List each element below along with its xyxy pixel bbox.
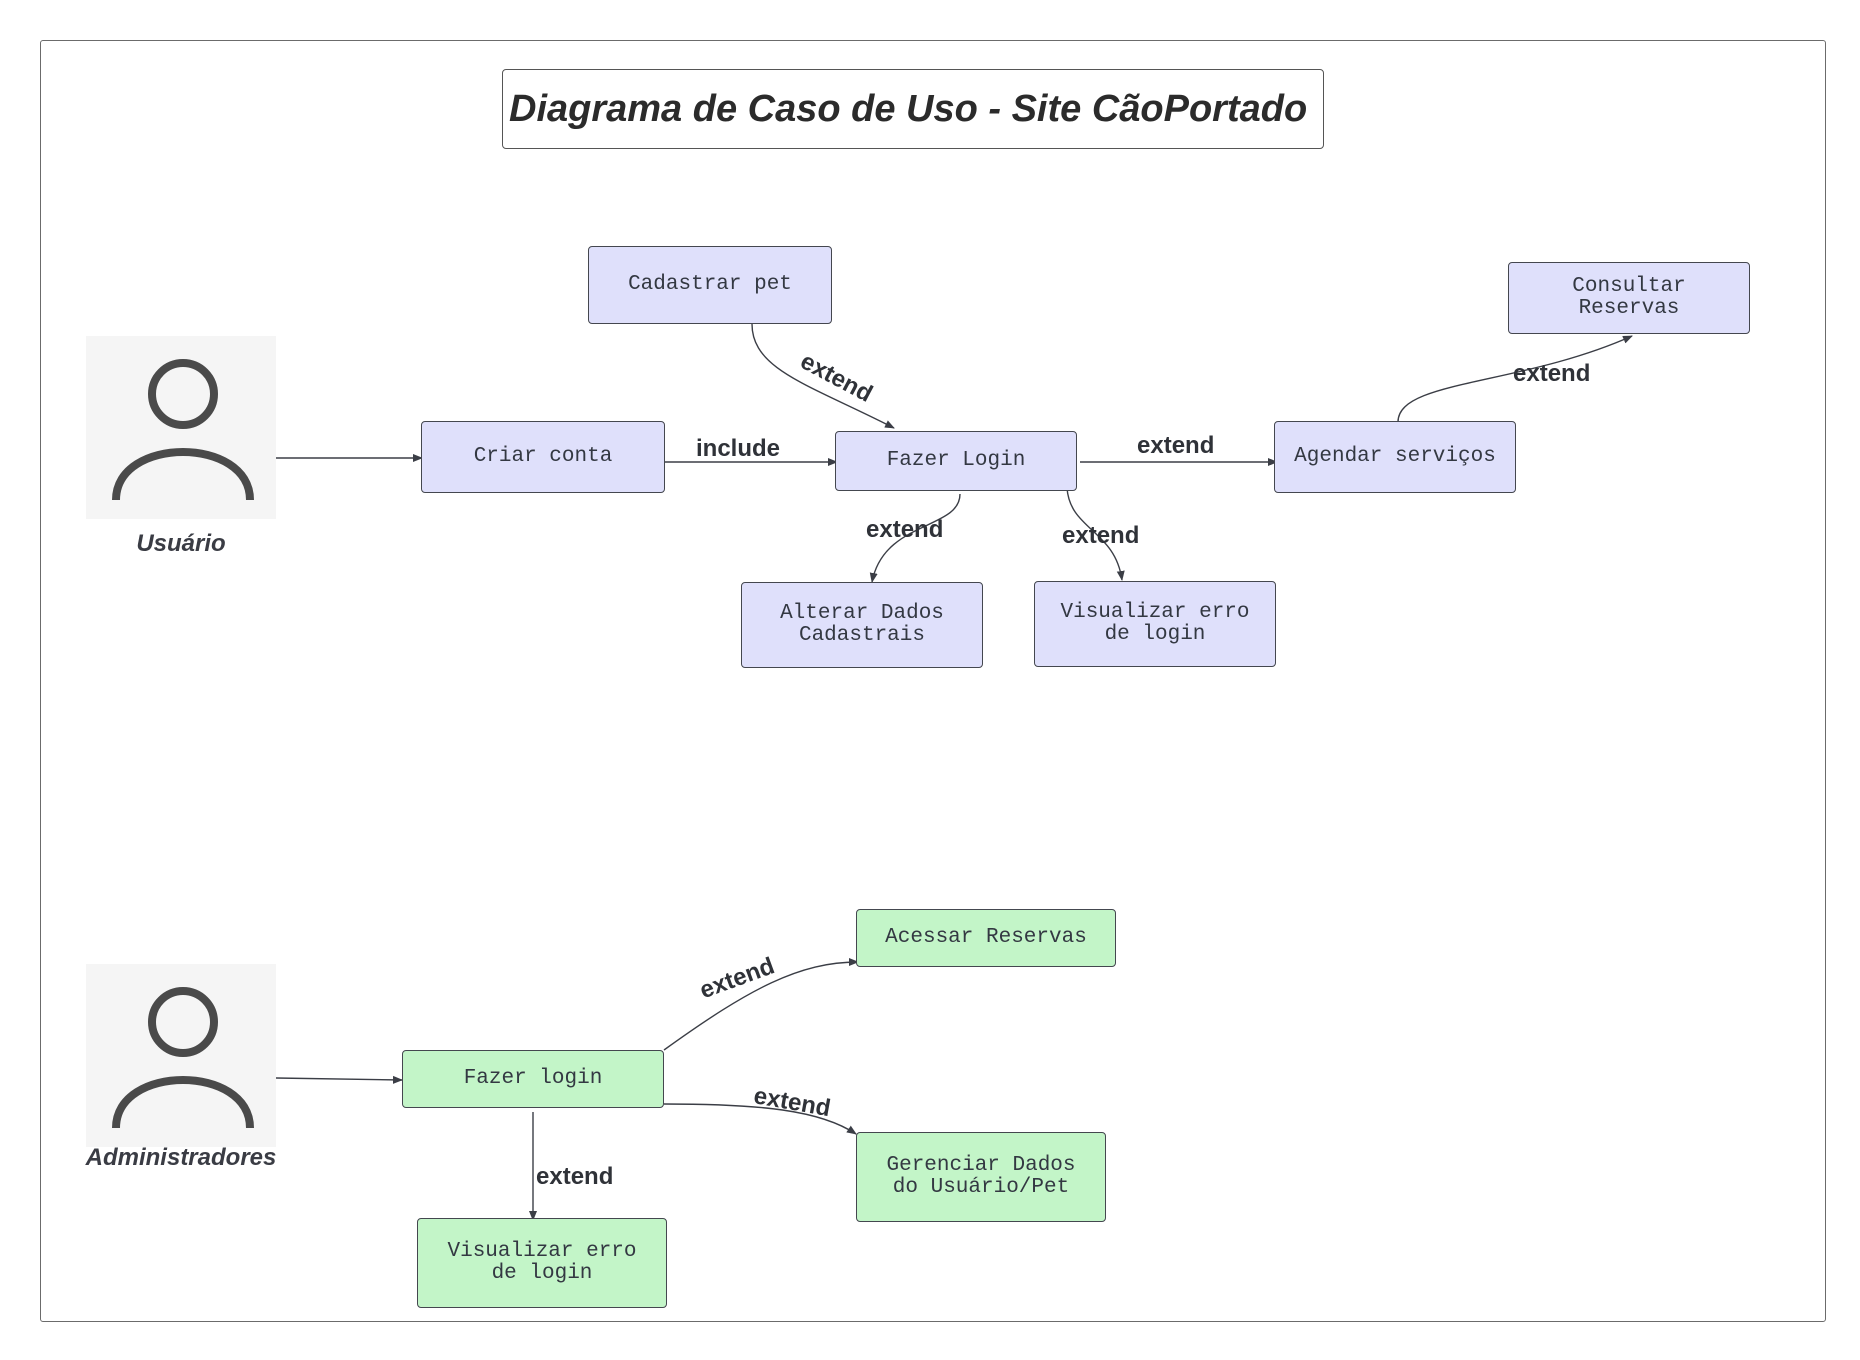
edge-label-consultar-extend: extend <box>1513 360 1591 387</box>
edge-label-erro-admin-extend: extend <box>536 1163 614 1190</box>
use-case-cadastrar-pet: Cadastrar pet <box>588 246 832 324</box>
actor-label-usuario: Usuário <box>136 530 226 557</box>
edge-fazer-login-alterar <box>869 493 961 583</box>
edge-label-erro-usuario-extend: extend <box>1062 522 1140 549</box>
use-case-criar-conta: Criar conta <box>421 421 665 493</box>
use-case-agendar-servicos: Agendar serviços <box>1274 421 1516 493</box>
edge-admin-login-gerenciar <box>663 1103 857 1135</box>
use-case-visualizar-erro-admin: Visualizar erro de login <box>417 1218 667 1308</box>
use-case-alterar-dados: Alterar Dados Cadastrais <box>741 582 983 668</box>
use-case-gerenciar-dados: Gerenciar Dados do Usuário/Pet <box>856 1132 1106 1222</box>
edge-admin-login-acessar <box>663 958 859 1051</box>
use-case-fazer-login-admin: Fazer login <box>402 1050 664 1108</box>
edge-admin-fazer-login <box>275 1075 403 1084</box>
person-icon <box>112 987 254 1129</box>
diagram-frame <box>40 40 1826 1322</box>
use-case-consultar-reservas: Consultar Reservas <box>1508 262 1750 334</box>
edge-label-include: include <box>696 435 781 462</box>
edge-cadastrar-pet-fazer-login <box>751 323 895 429</box>
edge-label-alterar-extend: extend <box>866 516 944 543</box>
diagram-title: Diagrama de Caso de Uso - Site CãoPortad… <box>509 87 1308 130</box>
actor-administradores <box>86 964 276 1147</box>
edge-fazer-login-erro <box>1066 487 1125 581</box>
edge-label-agendar-extend: extend <box>1137 432 1215 459</box>
actor-label-administradores: Administradores <box>85 1144 277 1171</box>
person-icon <box>112 359 254 501</box>
edge-agendar-consultar <box>1397 335 1633 423</box>
use-case-fazer-login: Fazer Login <box>835 431 1077 491</box>
use-case-acessar-reservas: Acessar Reservas <box>856 909 1116 967</box>
use-case-visualizar-erro-usuario: Visualizar erro de login <box>1034 581 1276 667</box>
diagram-title-box: Diagrama de Caso de Uso - Site CãoPortad… <box>502 69 1324 149</box>
actor-usuario <box>86 336 276 519</box>
